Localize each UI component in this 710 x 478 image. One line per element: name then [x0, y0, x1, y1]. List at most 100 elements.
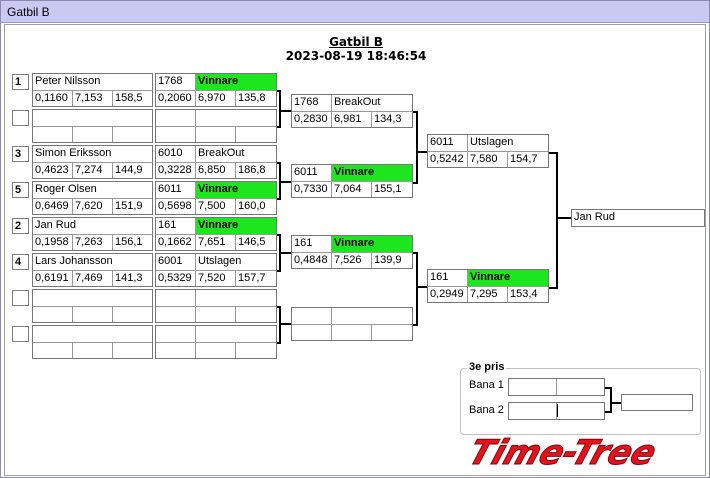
speed: 153,4 [510, 288, 538, 300]
reaction-time: 0,6191 [33, 271, 73, 286]
speed: 155,1 [374, 183, 402, 195]
round2-entry [155, 289, 277, 323]
reaction-time: 0,3228 [156, 163, 196, 178]
speed: 139,9 [374, 254, 402, 266]
logo-text: Time-Tree [464, 434, 661, 472]
reaction-time: 0,5242 [428, 152, 468, 167]
bracket-line [279, 110, 291, 112]
result-status: Vinnare [196, 218, 276, 234]
bracket-line [413, 324, 417, 326]
speed: 144,9 [115, 164, 143, 176]
car-number: 6011 [292, 165, 332, 181]
seed-box[interactable] [12, 110, 29, 126]
bracket-line [556, 217, 571, 219]
elapsed-time: 7,651 [196, 235, 236, 250]
elapsed-time: 7,500 [196, 199, 236, 214]
round3-entry [291, 307, 413, 341]
bracket-line [277, 198, 280, 200]
result-status: Vinnare [332, 236, 412, 252]
speed: 157,7 [238, 272, 266, 284]
car-number [156, 326, 196, 342]
entry-row-top: Roger Olsen [33, 182, 152, 198]
elapsed-time: 7,580 [468, 152, 508, 167]
car-number: 6001 [156, 254, 196, 270]
reaction-time: 0,7330 [292, 182, 332, 197]
result-status: BreakOut [334, 96, 381, 108]
driver-name [33, 110, 152, 126]
result-status [196, 290, 276, 306]
speed: 141,3 [115, 272, 143, 284]
winner-box: Jan Rud [571, 209, 705, 227]
lane-cell [557, 379, 604, 395]
bracket-line [549, 287, 557, 289]
elapsed-time [196, 127, 236, 142]
seed-box[interactable]: 2 [12, 218, 29, 234]
entry-row-times [33, 306, 152, 322]
elapsed-time: 7,064 [332, 182, 372, 197]
time-tree-logo: Time-Tree [463, 433, 661, 472]
elapsed-time: 7,263 [73, 235, 113, 250]
bracket-line [413, 182, 417, 184]
driver-name: Lars Johansson [35, 255, 113, 267]
entry-row-times [156, 126, 276, 142]
seed-box[interactable]: 4 [12, 254, 29, 270]
seed-box[interactable]: 5 [12, 182, 29, 198]
elapsed-time: 6,970 [196, 91, 236, 106]
reaction-time [33, 343, 73, 358]
seed-box[interactable] [12, 290, 29, 306]
lane-cell [509, 403, 557, 419]
entry-row-times [156, 306, 276, 322]
speed: 158,5 [115, 92, 143, 104]
result-status [196, 110, 276, 126]
lane-cell [509, 379, 557, 395]
bracket-line [549, 152, 557, 154]
driver-name [33, 290, 152, 306]
seed-box[interactable] [12, 326, 29, 342]
seed-box[interactable]: 3 [12, 146, 29, 162]
reaction-time [33, 307, 73, 322]
elapsed-time: 7,520 [196, 271, 236, 286]
bracket-line [277, 126, 280, 128]
elapsed-time: 7,295 [468, 287, 508, 302]
result-status: Vinnare [332, 165, 412, 181]
seed-box[interactable]: 1 [12, 74, 29, 90]
car-number [156, 110, 196, 126]
speed [113, 343, 152, 358]
entry-row-top: Peter Nilsson [33, 74, 152, 90]
car-number [292, 308, 332, 324]
bracket-line [277, 90, 280, 92]
third-prize-lane1-box[interactable] [508, 378, 605, 396]
reaction-time: 0,4623 [33, 163, 73, 178]
bracket-line [279, 323, 291, 325]
result-status: Utslagen [470, 136, 514, 148]
round2-entry [155, 109, 277, 143]
entry-row-times [292, 324, 412, 340]
entry-row-top: Jan Rud [33, 218, 152, 234]
reaction-time [33, 127, 73, 142]
driver-name: Jan Rud [35, 219, 76, 231]
third-prize-lane2-box[interactable] [508, 402, 605, 420]
driver-name: Peter Nilsson [35, 75, 101, 87]
entry-row-top [33, 326, 152, 342]
driver-name [33, 326, 152, 342]
bracket-line [277, 342, 280, 344]
entry-row-top [33, 110, 152, 126]
car-number: 161 [156, 218, 196, 234]
bracket-line [279, 90, 281, 128]
car-number: 6011 [156, 182, 196, 198]
